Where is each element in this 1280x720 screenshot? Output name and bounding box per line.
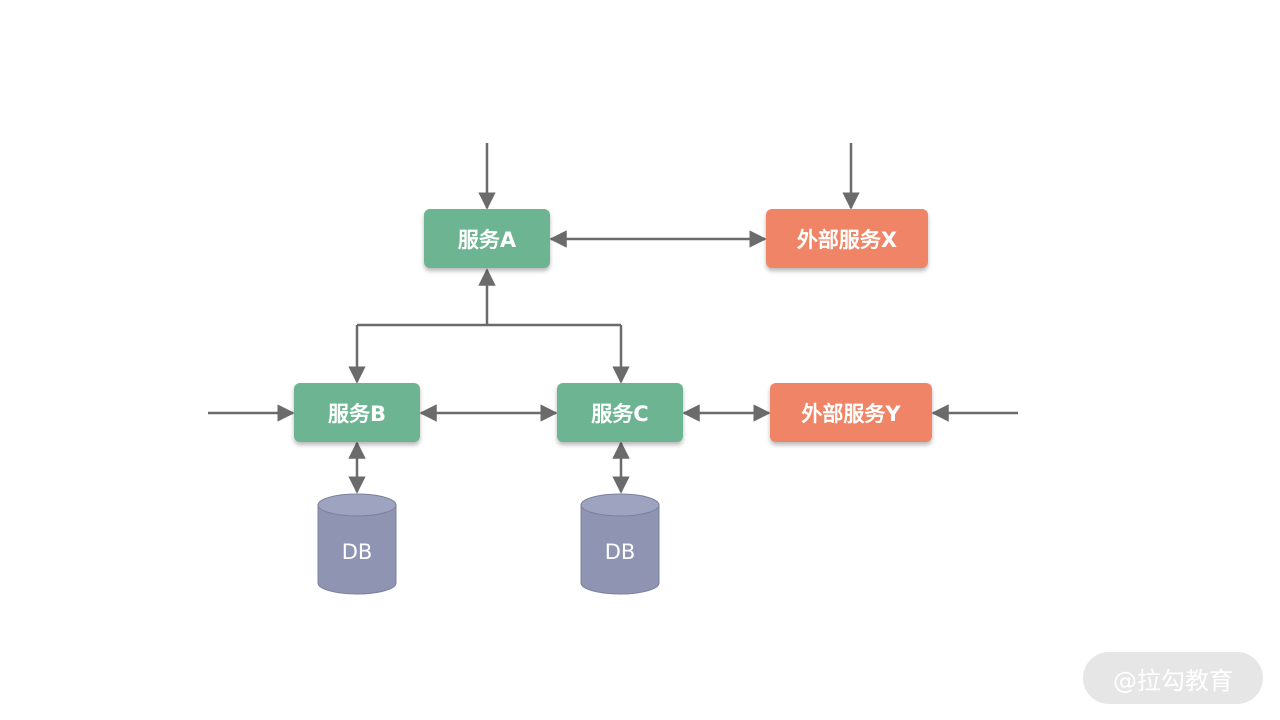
database-b-label: DB (341, 540, 373, 564)
external-service-x-node: 外部服务X (766, 209, 928, 268)
service-a-node: 服务A (424, 209, 550, 268)
service-c-node: 服务C (557, 383, 683, 442)
database-c-icon (580, 493, 660, 595)
service-b-node: 服务B (294, 383, 420, 442)
external-service-y-node: 外部服务Y (770, 383, 932, 442)
database-b-icon (317, 493, 397, 595)
database-c-label: DB (604, 540, 636, 564)
watermark-badge: @拉勾教育 (1083, 652, 1263, 704)
